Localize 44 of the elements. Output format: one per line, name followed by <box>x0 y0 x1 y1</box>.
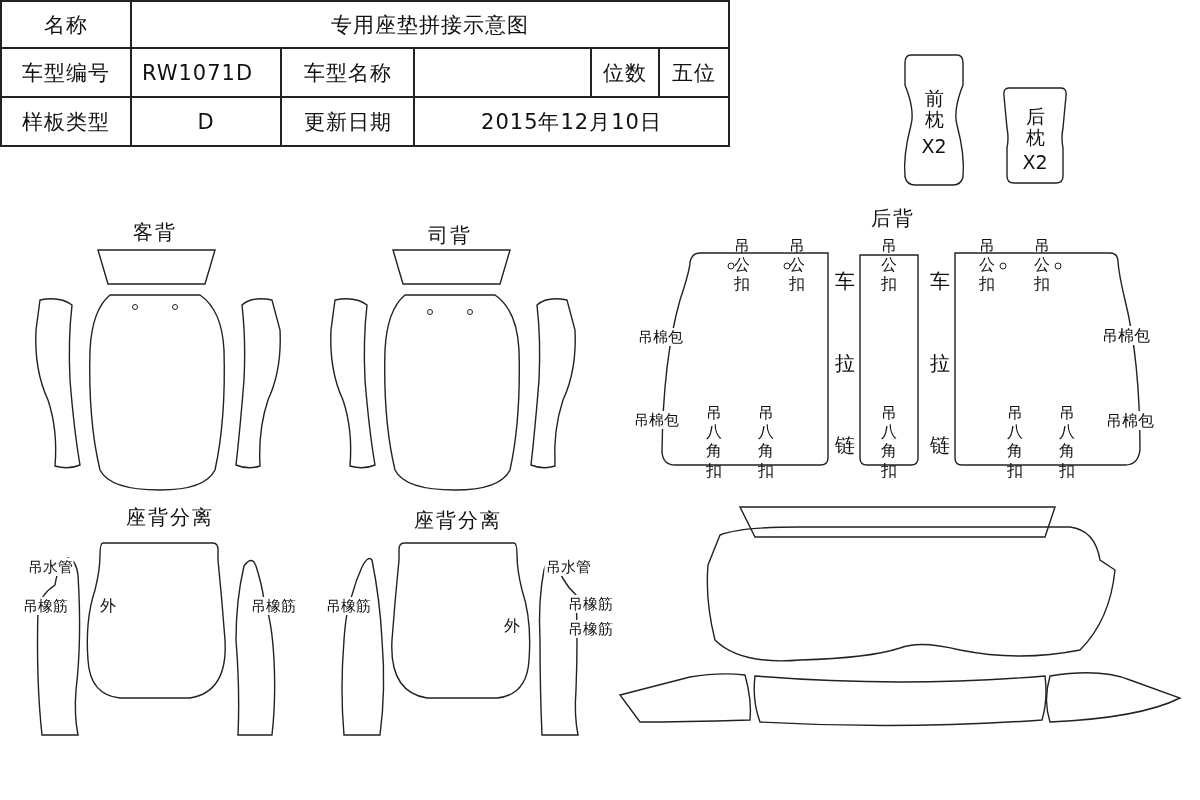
section-heading: 司背 <box>427 223 473 247</box>
section-heading: 座背分离 <box>125 505 215 529</box>
piece-note: 吊橡筋 <box>324 597 372 615</box>
section-heading: 后背 <box>870 206 916 230</box>
piece-note: 吊八角扣 <box>757 403 775 480</box>
piece-note: 吊公扣 <box>733 236 751 294</box>
piece-note: 后枕 <box>1024 106 1046 148</box>
table-cell: 样板类型 <box>1 97 131 146</box>
piece-note: 吊八角扣 <box>880 403 898 480</box>
zipper-note: 车拉链 <box>835 268 855 459</box>
section-heading: 客背 <box>132 220 178 244</box>
table-cell: 五位 <box>659 48 729 97</box>
piece-note: 前枕 <box>923 88 945 130</box>
table-cell: 名称 <box>1 1 131 48</box>
piece-note: 吊公扣 <box>880 236 898 294</box>
table-cell: 车型名称 <box>281 48 414 97</box>
piece-note: 吊棉包 <box>632 411 680 429</box>
zipper-note: 车拉链 <box>930 268 950 459</box>
piece-note: 吊橡筋 <box>566 595 614 613</box>
piece-note: 吊橡筋 <box>566 620 614 638</box>
piece-note: 吊公扣 <box>978 236 996 294</box>
piece-note: 吊水管 <box>544 558 592 576</box>
pattern-piece <box>1000 86 1070 186</box>
table-cell: D <box>131 97 281 146</box>
piece-note: 吊八角扣 <box>1058 403 1076 480</box>
table-cell: RW1071D <box>131 48 281 97</box>
table-cell: 位数 <box>591 48 659 97</box>
piece-note: 吊棉包 <box>636 328 684 346</box>
table-cell: 车型编号 <box>1 48 131 97</box>
piece-note: 外 <box>99 596 117 616</box>
piece-note: 吊公扣 <box>788 236 806 294</box>
table-cell: 专用座垫拼接示意图 <box>131 1 729 48</box>
piece-note: 外 <box>503 616 521 636</box>
piece-note: 吊棉包 <box>1105 411 1155 431</box>
table-cell: 2015年12月10日 <box>414 97 729 146</box>
table-cell: 更新日期 <box>281 97 414 146</box>
piece-note: 吊棉包 <box>1101 326 1151 346</box>
piece-note: 吊八角扣 <box>1006 403 1024 480</box>
piece-note: 吊公扣 <box>1033 236 1051 294</box>
section-heading: 座背分离 <box>413 508 503 532</box>
piece-note: 吊橡筋 <box>249 597 297 615</box>
piece-note: 吊橡筋 <box>21 597 69 615</box>
piece-note: 吊水管 <box>26 558 74 576</box>
piece-note: 吊八角扣 <box>705 403 723 480</box>
